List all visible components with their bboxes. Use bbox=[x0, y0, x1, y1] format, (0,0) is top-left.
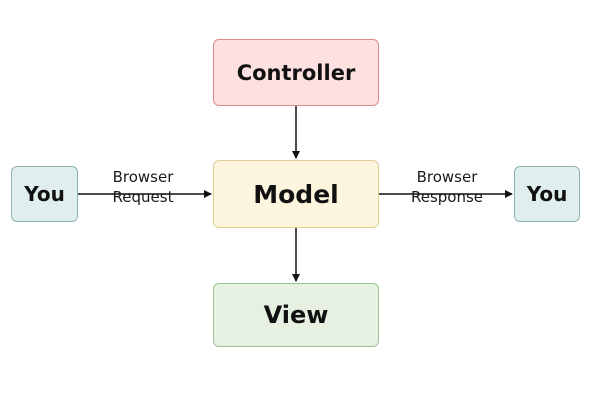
browser-response-line2: Response bbox=[410, 188, 484, 206]
browser-request-label: Browser Request bbox=[100, 167, 186, 207]
controller-label: Controller bbox=[236, 60, 356, 85]
model-label: Model bbox=[253, 179, 339, 209]
browser-request-line1: Browser bbox=[112, 168, 174, 186]
you-right-label: You bbox=[526, 182, 568, 206]
you-left-node: You bbox=[11, 166, 78, 222]
browser-response-label: Browser Response bbox=[404, 167, 490, 207]
you-right-node: You bbox=[514, 166, 580, 222]
browser-request-line2: Request bbox=[112, 188, 174, 206]
view-node: View bbox=[213, 283, 379, 347]
controller-node: Controller bbox=[213, 39, 379, 106]
model-node: Model bbox=[213, 160, 379, 228]
browser-response-line1: Browser bbox=[416, 168, 478, 186]
view-label: View bbox=[263, 301, 329, 329]
you-left-label: You bbox=[24, 182, 65, 206]
